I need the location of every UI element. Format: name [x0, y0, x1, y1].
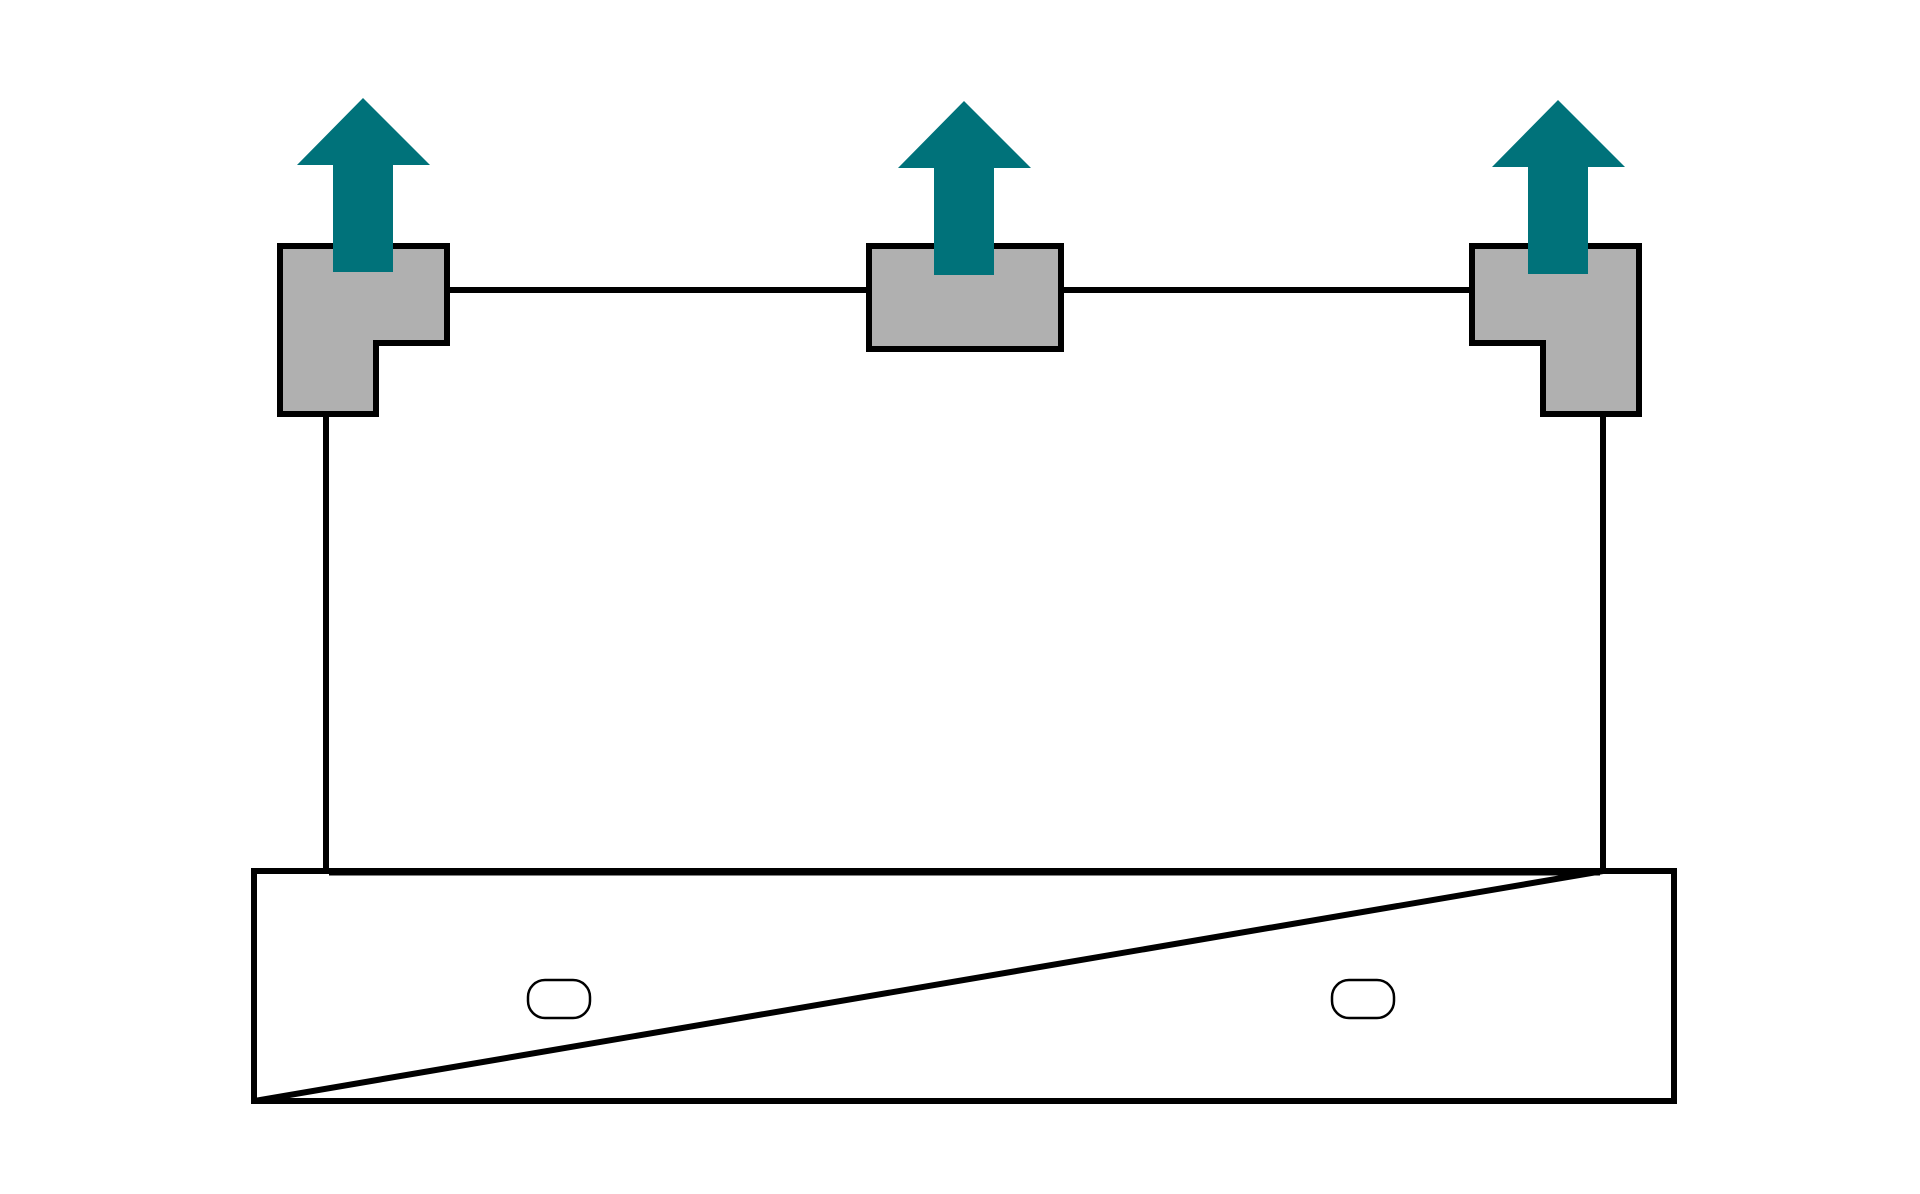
- slot-left: [526, 978, 592, 1020]
- slot-right: [1330, 978, 1396, 1020]
- arrow-up-right: [1492, 100, 1625, 274]
- right-corner-clip: [1469, 243, 1642, 417]
- arrow-up-center: [898, 101, 1031, 275]
- base-box: [251, 868, 1677, 1104]
- left-corner-clip: [277, 243, 450, 417]
- arrow-up-left: [297, 98, 430, 272]
